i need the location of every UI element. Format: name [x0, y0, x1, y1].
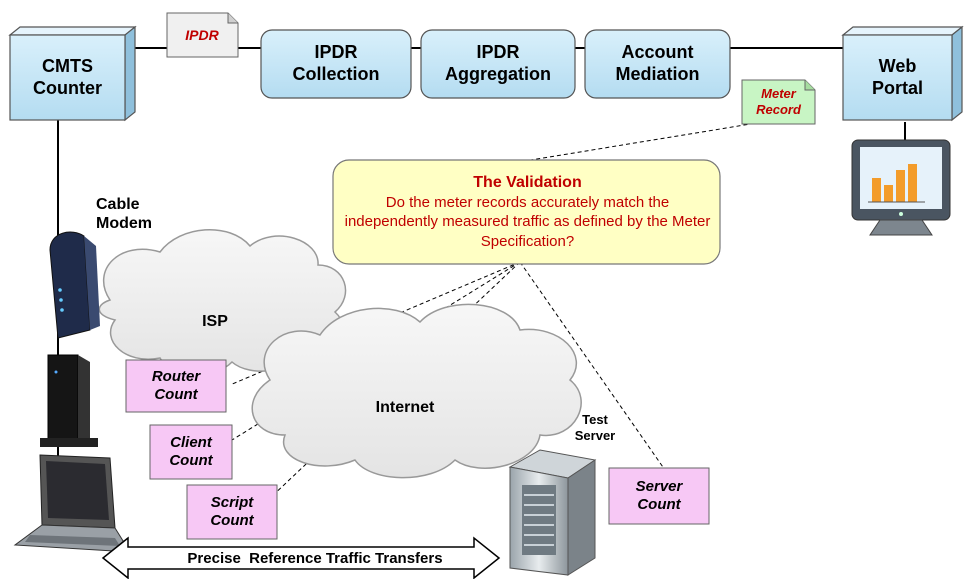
account-mediation-label: Account Mediation [615, 42, 700, 84]
traffic-double-arrow [101, 536, 501, 579]
ipdr-aggregation-label: IPDR Aggregation [445, 42, 551, 84]
validation-title: The Validation [473, 173, 582, 191]
ipdr-aggregation-box [420, 29, 576, 99]
server-count-label: Server Count [635, 478, 683, 513]
router-count-box [125, 359, 227, 413]
cable-modem-icon [49, 231, 100, 339]
test-server-label: Test Server [574, 412, 616, 443]
ipdr-note [166, 12, 239, 58]
meter-record-note-label: Meter Record [756, 86, 801, 117]
laptop-icon [13, 454, 131, 553]
validation-text-block: The Validation Do the meter records accu… [336, 162, 719, 262]
ipdr-note-label: IPDR [185, 26, 219, 43]
meter-record-note [741, 79, 816, 125]
client-count-box [149, 424, 233, 480]
ipdr-collection-label: IPDR Collection [292, 42, 380, 84]
server-count-box [608, 467, 710, 525]
account-mediation-box [584, 29, 731, 99]
cmts-counter-box [8, 25, 137, 122]
isp-label: ISP [202, 313, 228, 331]
cable-modem-label: Cable Modem [96, 195, 152, 232]
ipdr-collection-box [260, 29, 412, 99]
router-icon [40, 354, 98, 447]
traffic-transfers-label: Precise Reference Traffic Transfers [187, 549, 443, 567]
server-icon [508, 449, 597, 576]
internet-cloud [251, 303, 582, 479]
script-count-box [186, 484, 278, 540]
router-count-label: Router Count [151, 368, 201, 403]
validation-callout [332, 159, 721, 265]
web-portal-label: Web Portal [871, 55, 923, 98]
script-count-label: Script Count [210, 494, 254, 529]
web-portal-box [841, 25, 964, 122]
monitor-icon [851, 139, 951, 236]
validation-question: Do the meter records accurately match th… [344, 193, 711, 250]
client-count-label: Client Count [169, 434, 213, 469]
cmts-counter-label: CMTS Counter [33, 55, 102, 98]
internet-label: Internet [375, 399, 435, 417]
